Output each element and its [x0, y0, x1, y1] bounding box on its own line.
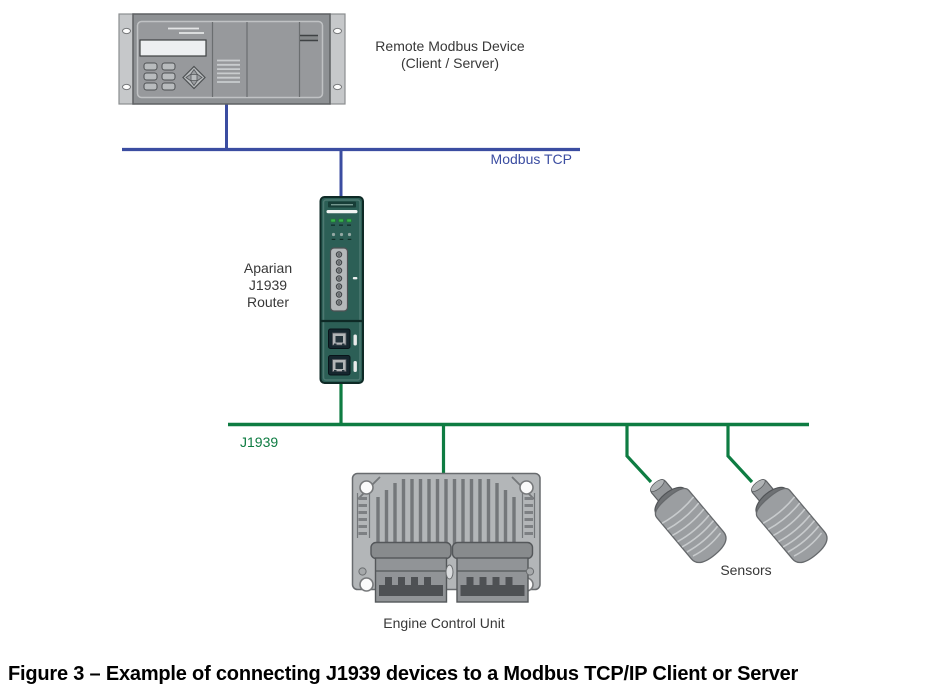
remote-device-label-line1: Remote Modbus Device: [375, 38, 525, 54]
router-label-line2: J1939: [248, 277, 288, 293]
j1939-bus-label: J1939: [240, 434, 279, 450]
remote-device-label-line2: (Client / Server): [400, 55, 500, 71]
remote-modbus-device-illustration: [118, 13, 346, 105]
ecu-connector-2: [456, 557, 529, 603]
lcd-display: [139, 39, 207, 57]
ecu-connector-1: [374, 557, 448, 603]
j1939-drop-to-sensor-1: [625, 424, 653, 484]
figure-caption: Figure 3 – Example of connecting J1939 d…: [8, 663, 799, 685]
sensor-1-illustration: [649, 479, 727, 564]
terminal-block: [329, 247, 358, 312]
remote-device-label: Remote Modbus Device (Client / Server): [369, 38, 531, 72]
router-label-line1: Aparian: [243, 260, 293, 276]
modbus-tcp-bus-label: Modbus TCP: [490, 151, 572, 167]
j1939-bus: [228, 382, 809, 484]
router-label-line3: Router: [246, 294, 290, 310]
keypad-buttons: [143, 62, 176, 91]
dpad-control: [182, 65, 206, 90]
modbus-tcp-bus: [122, 104, 580, 197]
sensors-label: Sensors: [720, 562, 772, 578]
status-leds: [330, 218, 352, 240]
j1939-drop-to-sensor-2: [726, 424, 754, 484]
engine-control-unit-illustration: [351, 472, 541, 603]
router-label: Aparian J1939 Router: [217, 260, 319, 311]
ethernet-port-1: [328, 328, 357, 349]
aparian-j1939-router-illustration: [319, 196, 364, 384]
sensor-2-illustration: [750, 479, 828, 564]
ecu-label: Engine Control Unit: [383, 615, 505, 631]
ethernet-port-2: [328, 355, 357, 376]
